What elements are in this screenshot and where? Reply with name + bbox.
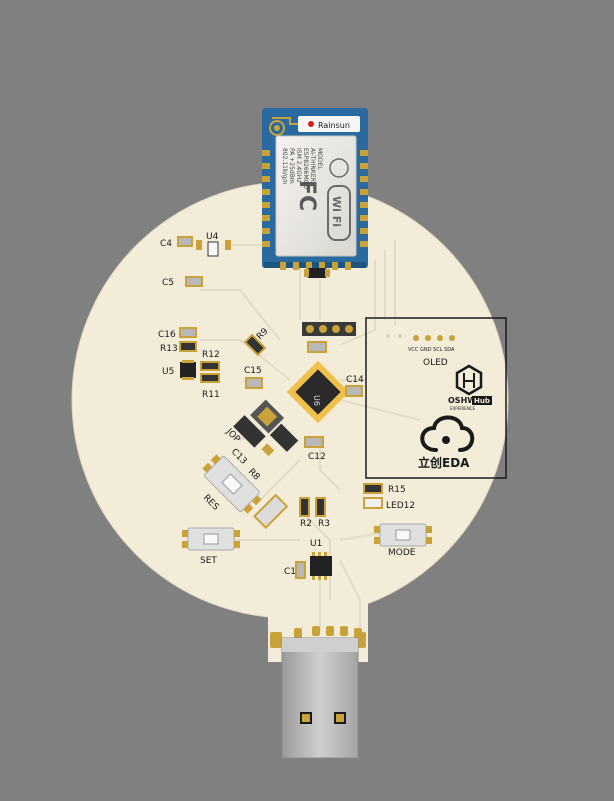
label-u1: U1: [310, 539, 322, 549]
label-r11: R11: [202, 390, 220, 400]
oled-title: OLED: [423, 358, 448, 368]
label-u4: U4: [206, 232, 219, 242]
label-c12: C12: [308, 452, 326, 462]
res-button: [202, 454, 262, 514]
diode-part: [253, 493, 289, 529]
u1-chip: [310, 556, 332, 576]
c12-cap: [304, 436, 324, 448]
oshwhub-hub-text: Hub: [474, 397, 490, 405]
usb-connector: [270, 626, 366, 759]
lceda-logo-text: 立创EDA: [418, 455, 470, 470]
label-r2: R2: [300, 519, 312, 529]
oshwhub-logo: [455, 364, 483, 396]
module-wifi-logo: Wi Fi: [327, 158, 351, 241]
module-model-line: PA +25dBm: [288, 148, 295, 184]
label-set: SET: [200, 556, 217, 566]
oled-pin-labels: VCC GND SCL SDA: [408, 347, 455, 353]
r15-resistor: [363, 483, 383, 494]
jp-components: [233, 399, 299, 457]
label-c14: C14: [346, 375, 364, 385]
oshwhub-text: OSHW: [448, 396, 476, 405]
label-r15: R15: [388, 485, 406, 495]
r12-r11-pair: [200, 361, 220, 383]
label-c1: C1: [284, 567, 296, 577]
label-c5: C5: [162, 278, 174, 288]
u6-mcu: [286, 360, 350, 424]
chip-under-module: [308, 268, 326, 278]
label-u6: U6: [312, 395, 321, 406]
label-led12: LED12: [386, 501, 415, 511]
r2-resistor: [299, 497, 310, 517]
esp8266-module: [262, 108, 368, 270]
lceda-cloud-icon: [420, 415, 475, 452]
oled-outline: [365, 317, 507, 479]
c5-cap: [185, 276, 203, 287]
c15-cap: [245, 377, 263, 389]
label-mode: MODE: [388, 548, 416, 558]
cap-above-u6: [307, 341, 327, 353]
label-r13: R13: [160, 344, 178, 354]
module-model-line: MODEL: [316, 148, 323, 170]
c1-cap: [295, 561, 306, 579]
module-model-line: ESP8266MOD: [302, 148, 309, 189]
label-r12: R12: [202, 350, 220, 360]
label-c16: C16: [158, 330, 176, 340]
c14-cap: [345, 385, 363, 397]
label-r3: R3: [318, 519, 330, 529]
header-4pin: [302, 322, 356, 336]
module-model-line: 802.11b/g/n: [281, 148, 288, 185]
label-c15: C15: [244, 366, 262, 376]
module-model-line: AI-THINKER: [309, 148, 316, 182]
r9-resistor: [243, 333, 267, 357]
r3-resistor: [315, 497, 326, 517]
oshwhub-subtext: EXPERIENCE: [450, 406, 475, 411]
led12: [363, 497, 383, 509]
mode-button: [374, 523, 432, 547]
module-fcc-logo: FC: [294, 180, 319, 211]
u4-chip: [207, 241, 219, 257]
module-wifi-text: Wi Fi: [330, 196, 343, 227]
module-brand-label: Rainsun: [318, 121, 350, 130]
label-u5: U5: [162, 367, 174, 377]
label-c4: C4: [160, 239, 172, 249]
r13-resistor: [179, 341, 197, 352]
u5-chip: [180, 362, 196, 378]
c16-cap: [179, 327, 197, 338]
set-button: [182, 527, 240, 551]
module-model-line: ISM 2.4GHz: [295, 148, 302, 183]
c4-cap: [177, 236, 193, 247]
